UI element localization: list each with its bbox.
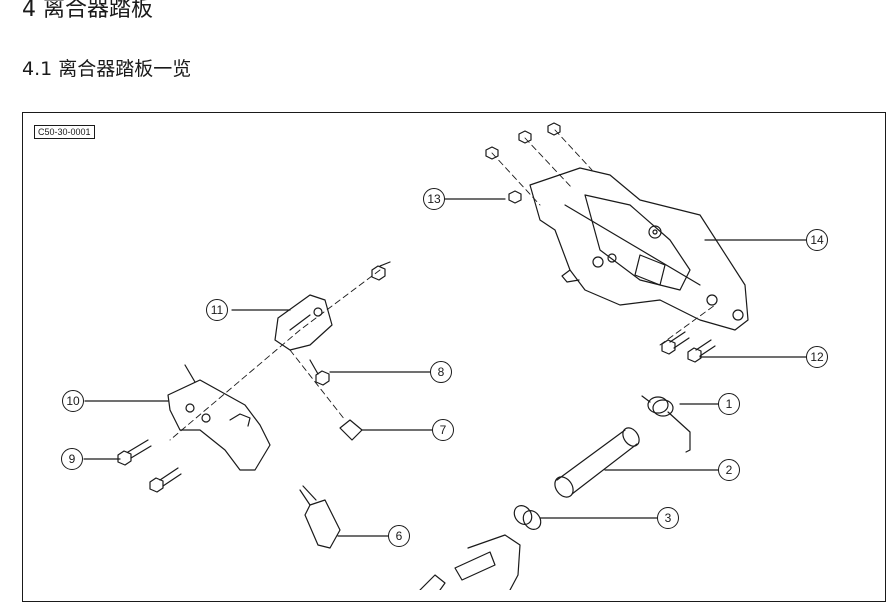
figure-code: C50-30-0001 [34,125,95,139]
callout-7: 7 [432,419,454,441]
callout-2: 2 [718,459,740,481]
callout-6: 6 [388,525,410,547]
callout-10: 10 [62,390,84,412]
callout-14: 14 [806,229,828,251]
callout-11: 11 [206,299,228,321]
callout-3: 3 [657,507,679,529]
callout-12: 12 [806,346,828,368]
section-title: 4 离合器踏板 [22,0,153,22]
callout-8: 8 [430,361,452,383]
subsection-title: 4.1 离合器踏板一览 [22,58,192,80]
callout-9: 9 [61,448,83,470]
callout-1: 1 [718,393,740,415]
callout-13: 13 [423,188,445,210]
